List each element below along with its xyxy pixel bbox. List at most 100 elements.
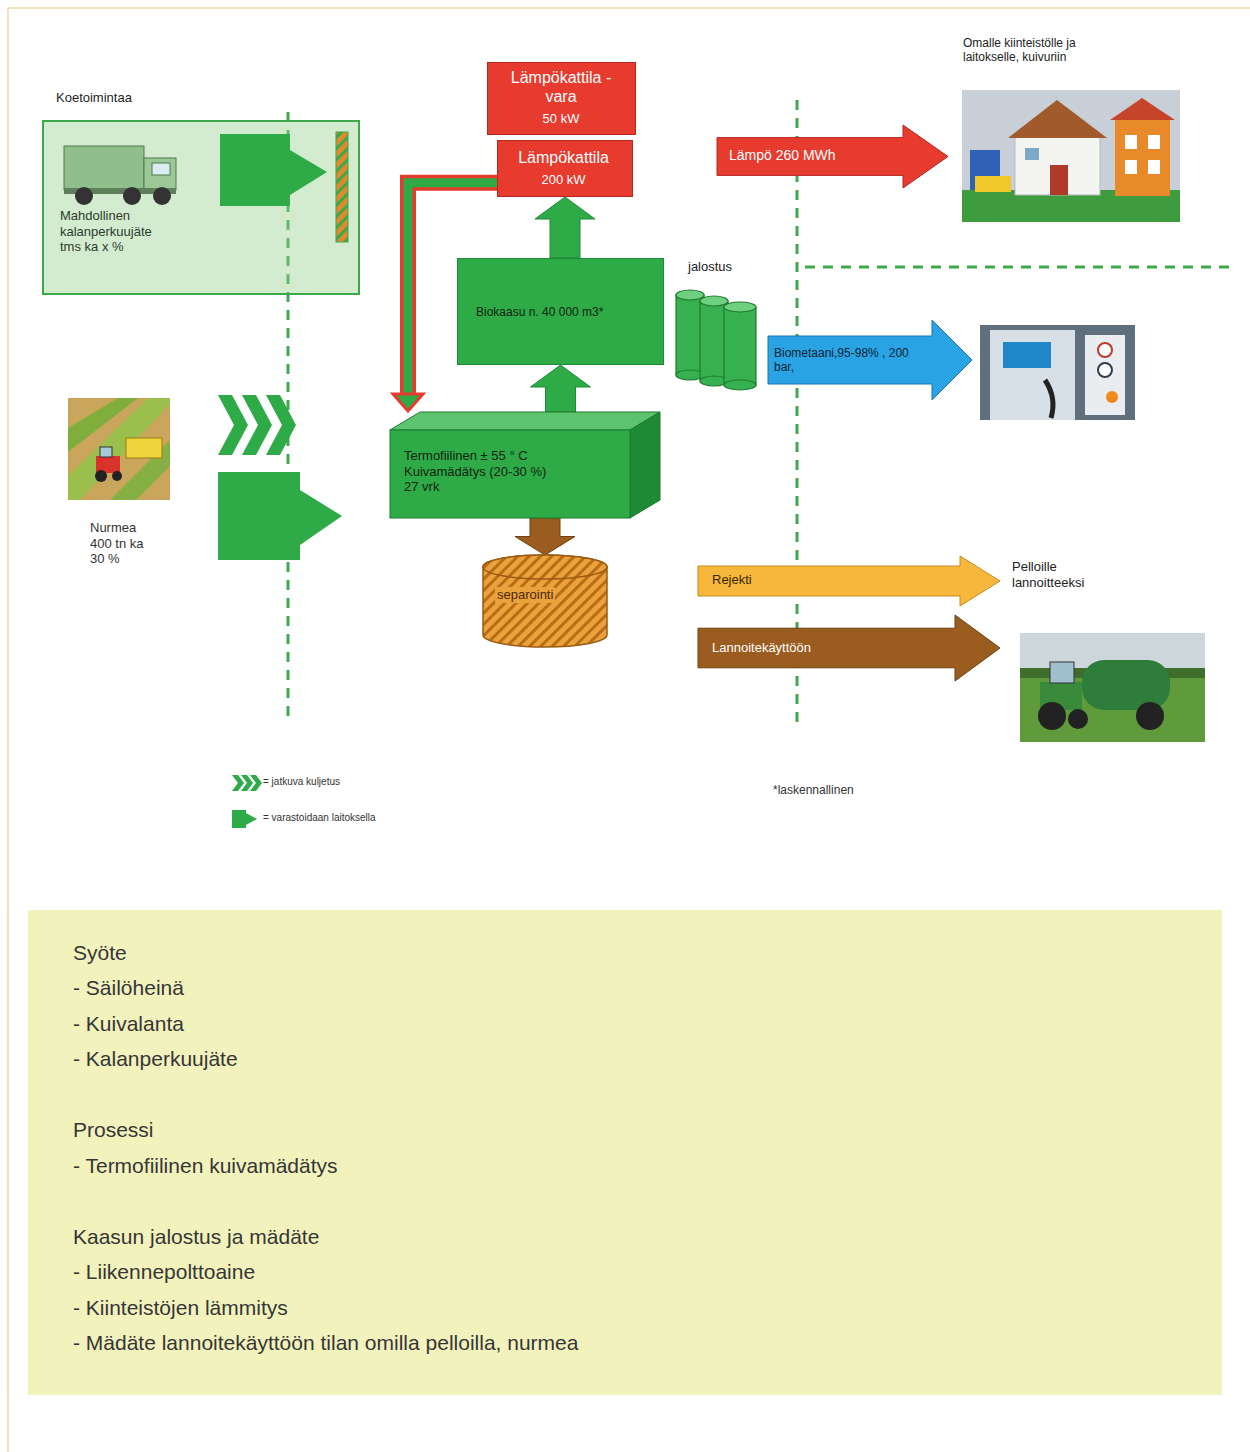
box-heading: Koetoimintaa xyxy=(56,90,132,106)
text-slot: Biokaasu n. 40 000 m3* xyxy=(476,305,656,319)
fuel-station-picture xyxy=(980,325,1135,420)
arrow-head xyxy=(393,394,423,411)
text-slot: = varastoidaan laitoksella xyxy=(263,812,376,824)
cylinder-body xyxy=(483,555,607,647)
page-frame xyxy=(8,8,1250,1452)
feed-text: Mahdollinen kalanperkuujäte tms ka x % xyxy=(60,208,168,255)
text-slot: - Säilöheinä xyxy=(73,975,184,1000)
text-slot: - Kiinteistöjen lämmitys xyxy=(73,1295,288,1320)
arrow-outline xyxy=(717,125,948,188)
text-slot: Koetoimintaa xyxy=(56,90,132,106)
flow-label: Lämpö 260 MWh xyxy=(729,147,836,164)
boiler-name: Lämpökattila - vara xyxy=(494,68,628,106)
text-slot: - Kalanperkuujäte xyxy=(73,1046,238,1071)
text-slot: Omalle kiinteistölle ja laitokselle, kui… xyxy=(963,36,1118,65)
buildings-picture xyxy=(962,90,1180,222)
waste-truck-picture xyxy=(64,146,176,205)
arrow-body xyxy=(535,197,595,258)
list-item: - Liikennepolttoaine xyxy=(73,1259,255,1284)
legend-text: = jatkuva kuljetus xyxy=(263,776,340,788)
text-slot: Biometaani,95-98% , 200 bar, xyxy=(774,346,924,375)
text-slot: - Termofiilinen kuivamädätys xyxy=(73,1153,338,1178)
text-slot: Lämpökattila - vara xyxy=(494,68,628,106)
storage-block-arrow xyxy=(220,134,327,206)
text-slot: jalostus xyxy=(688,259,732,275)
footnote: *laskennallinen xyxy=(773,783,854,797)
boundary-dashed-lines xyxy=(288,100,1235,722)
text-slot: Nurmea 400 tn ka 30 % xyxy=(90,520,144,567)
separation-cylinder: separointi xyxy=(483,555,607,647)
text-slot: Syöte xyxy=(73,940,127,965)
text-slot: Lämpö 260 MWh xyxy=(729,147,836,164)
section-heading: Kaasun jalostus ja mädäte xyxy=(73,1224,319,1249)
arrow-outline xyxy=(768,320,972,400)
list-item: - Mädäte lannoitekäyttöön tilan omilla p… xyxy=(73,1330,578,1355)
text-slot: *laskennallinen xyxy=(773,783,854,797)
biomethane-output-arrow: Biometaani,95-98% , 200 bar, xyxy=(768,320,972,400)
digester-text: Termofiilinen ± 55 ° C Kuivamädätys (20-… xyxy=(404,448,564,495)
upgrading-cylinders xyxy=(676,290,756,390)
stage-label: jalostus xyxy=(688,259,732,275)
trial-feed-box: KoetoimintaaMahdollinen kalanperkuujäte … xyxy=(42,120,360,295)
legend-block-arrow-symbol xyxy=(232,810,257,828)
heat-output-arrow: Lämpö 260 MWh xyxy=(717,125,948,188)
text-slot: - Kuivalanta xyxy=(73,1011,184,1036)
text-slot: Mahdollinen kalanperkuujäte tms ka x % xyxy=(60,208,168,255)
separation-text: separointi xyxy=(495,587,555,603)
arrow-body xyxy=(515,518,575,555)
box-front-face xyxy=(390,430,630,518)
list-item: - Säilöheinä xyxy=(73,975,184,1000)
section-heading: Prosessi xyxy=(73,1117,154,1142)
legend-text: = varastoidaan laitoksella xyxy=(263,812,376,824)
boiler-power: 50 kW xyxy=(494,111,628,127)
hatched-bar xyxy=(336,132,348,242)
box-side-face xyxy=(630,412,660,518)
destination-label: Omalle kiinteistölle ja laitokselle, kui… xyxy=(963,36,1118,65)
text-slot: Rejekti xyxy=(712,572,752,588)
storage-block-arrow xyxy=(218,472,342,560)
flow-label: Biometaani,95-98% , 200 bar, xyxy=(774,346,924,375)
list-item: - Kuivalanta xyxy=(73,1011,184,1036)
arrow-body xyxy=(531,365,591,412)
cylinder-top xyxy=(483,555,607,579)
boiler-power: 200 kW xyxy=(502,172,625,188)
feed-label: Nurmea 400 tn ka 30 % xyxy=(90,520,144,567)
text-slot: Prosessi xyxy=(73,1117,154,1142)
boiler-box: Lämpökattila 200 kW xyxy=(497,140,633,197)
arrow-outline xyxy=(698,615,1000,681)
digester-box: Termofiilinen ± 55 ° C Kuivamädätys (20-… xyxy=(390,412,660,518)
biogas-text: Biokaasu n. 40 000 m3* xyxy=(476,305,656,319)
text-slot: = jatkuva kuljetus xyxy=(263,776,340,788)
list-item: - Kiinteistöjen lämmitys xyxy=(73,1295,288,1320)
text-slot: - Liikennepolttoaine xyxy=(73,1259,255,1284)
text-slot: Lannoitekäyttöön xyxy=(712,640,811,656)
text-slot: Termofiilinen ± 55 ° C Kuivamädätys (20-… xyxy=(404,448,564,495)
digestate-flow-arrow xyxy=(515,518,575,555)
gas-flow-arrow xyxy=(535,197,595,258)
reject-output-arrow: Rejekti xyxy=(698,556,1000,606)
text-slot: Lämpökattila xyxy=(502,148,625,167)
flow-label: Rejekti xyxy=(712,572,752,588)
field-picture xyxy=(68,398,170,500)
backup-boiler-box: Lämpökattila - vara 50 kW xyxy=(487,62,636,135)
summary-panel: Syöte - Säilöheinä - Kuivalanta - Kalanperk… xyxy=(28,910,1222,1395)
box-top-face xyxy=(390,412,660,430)
spreader-tractor-picture xyxy=(1020,633,1205,742)
boiler-name: Lämpökattila xyxy=(502,148,625,167)
list-item: - Kalanperkuujäte xyxy=(73,1046,238,1071)
text-slot: Pelloille lannoitteeksi xyxy=(1012,559,1112,590)
list-item: - Termofiilinen kuivamädätys xyxy=(73,1153,338,1178)
legend-chevron-symbol xyxy=(232,775,262,791)
text-slot: 200 kW xyxy=(502,172,625,188)
gas-flow-arrow xyxy=(531,365,591,412)
biogas-box: Biokaasu n. 40 000 m3* xyxy=(457,258,664,365)
text-slot: separointi xyxy=(495,585,555,603)
flow-label: Lannoitekäyttöön xyxy=(712,640,811,656)
destination-label: Pelloille lannoitteeksi xyxy=(1012,559,1112,590)
fertilizer-output-arrow: Lannoitekäyttöön xyxy=(698,615,1000,681)
section-heading: Syöte xyxy=(73,940,127,965)
text-slot: 50 kW xyxy=(494,111,628,127)
text-slot: Kaasun jalostus ja mädäte xyxy=(73,1224,319,1249)
